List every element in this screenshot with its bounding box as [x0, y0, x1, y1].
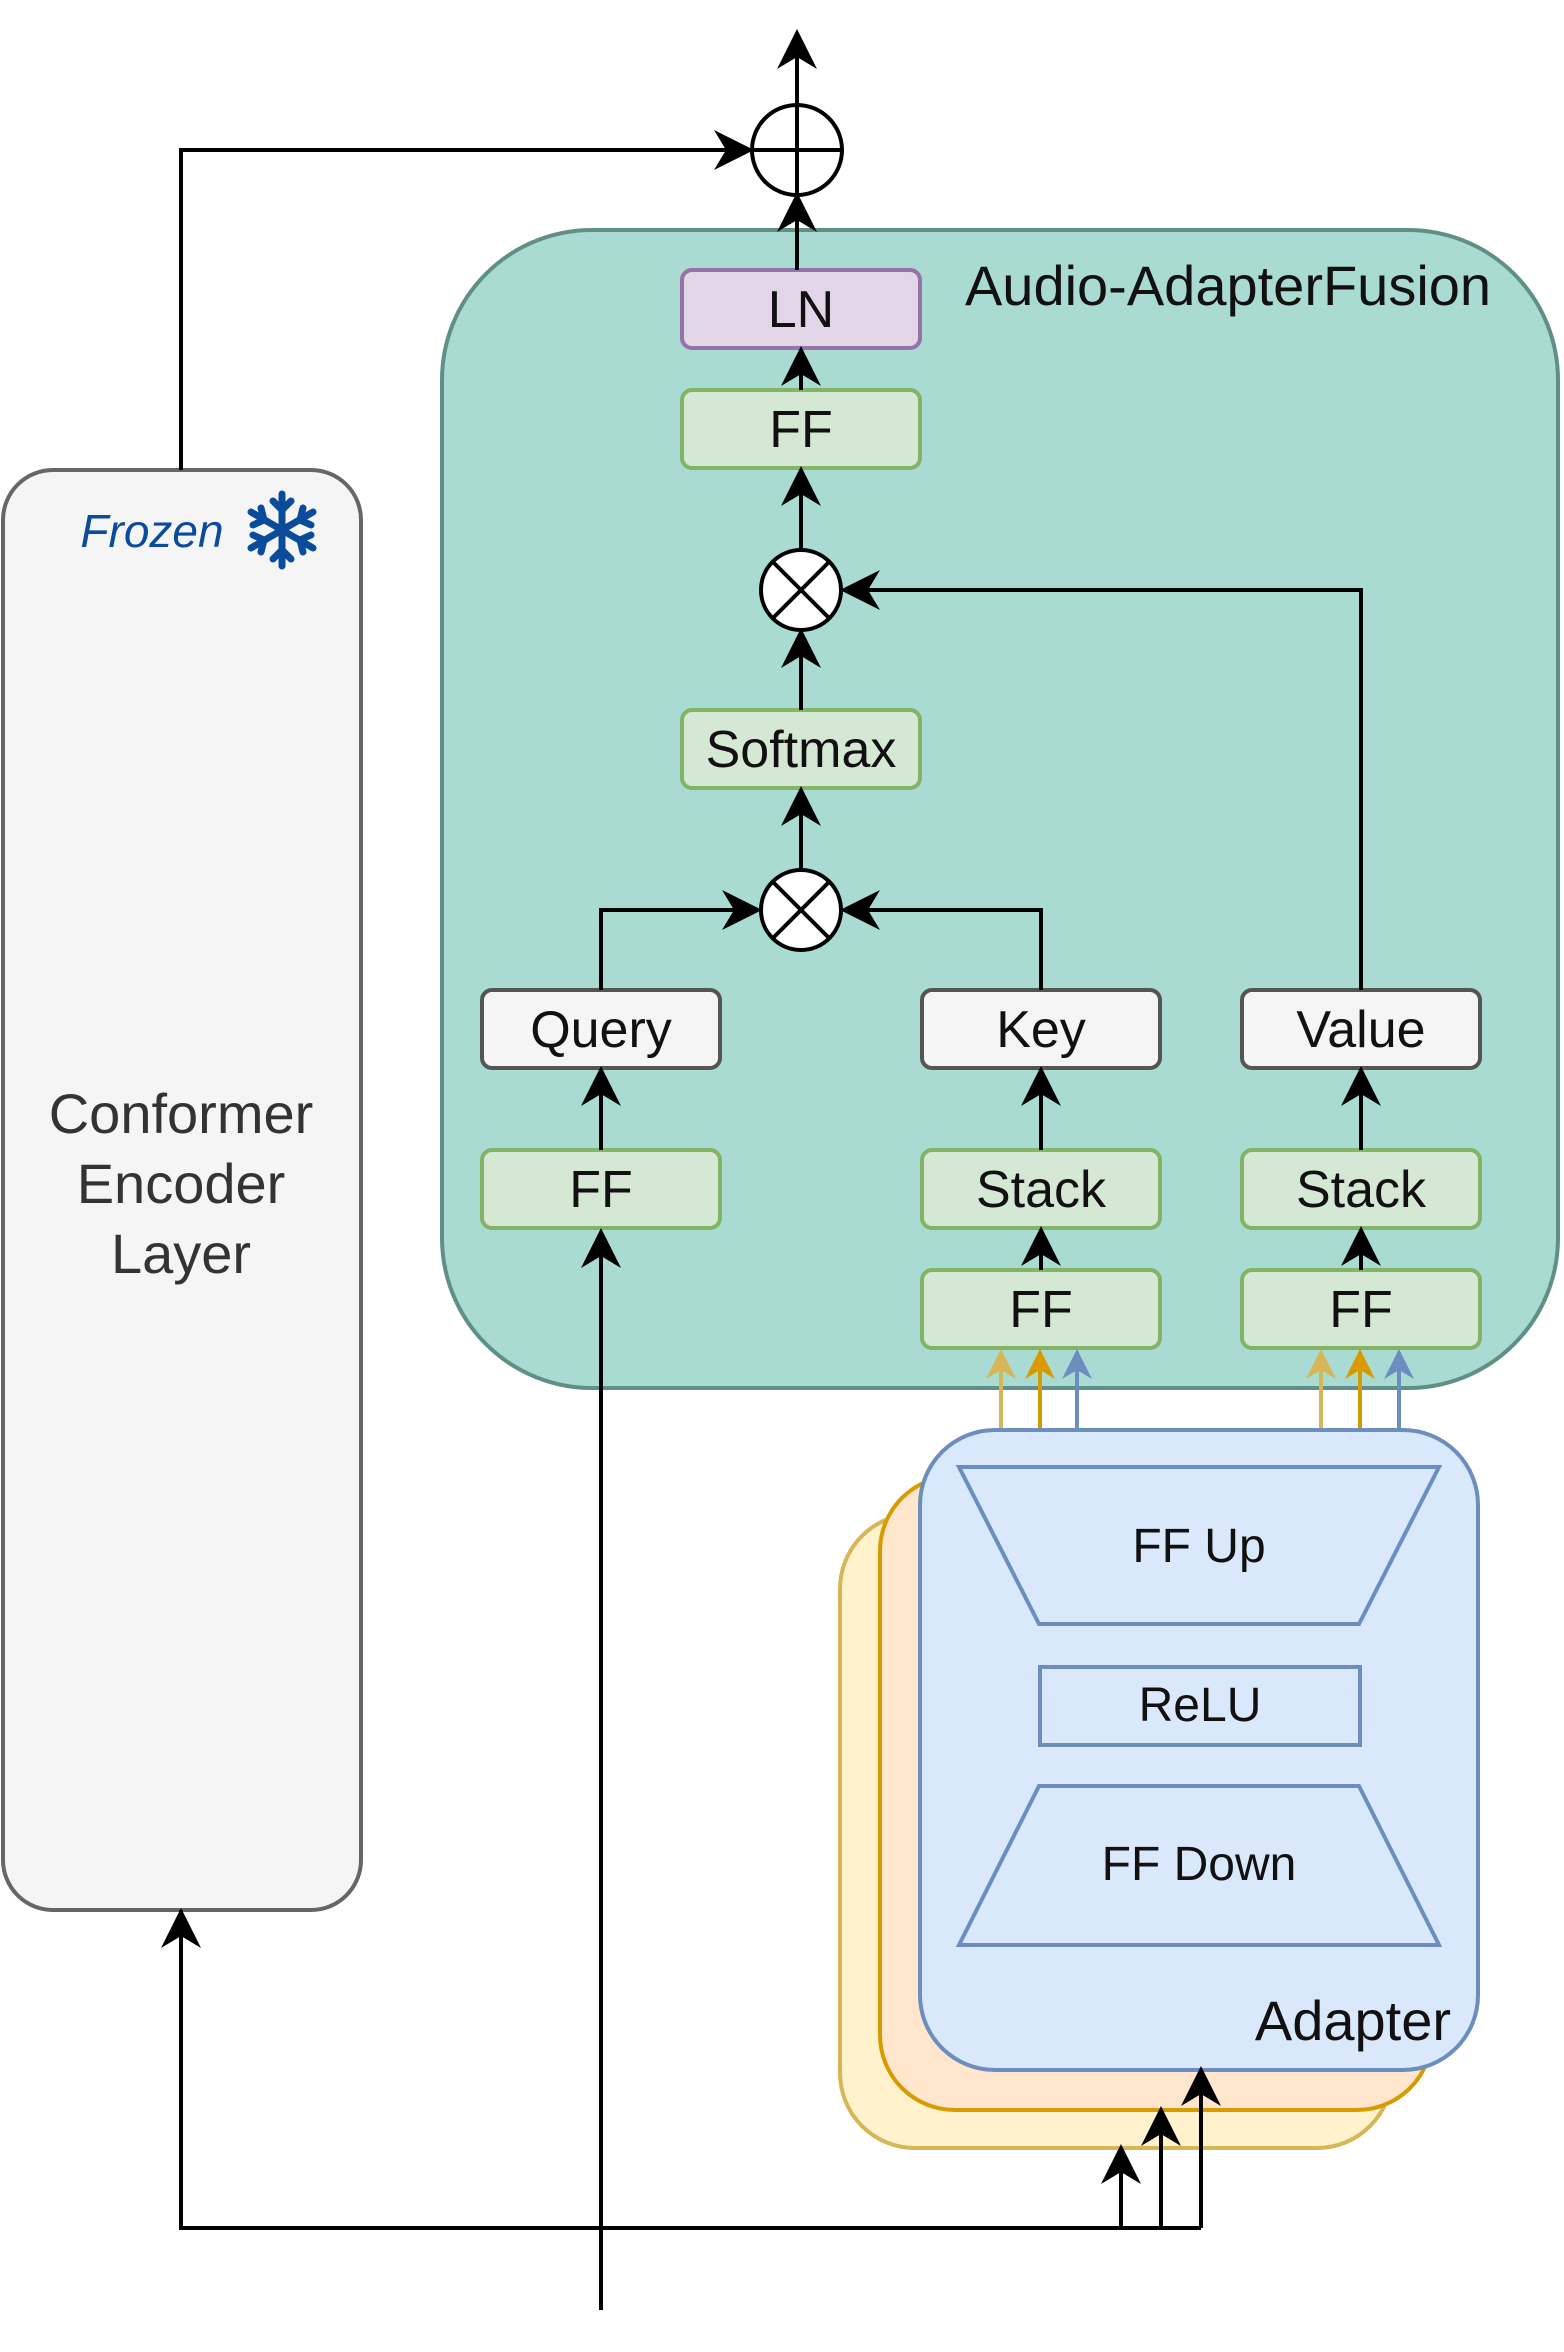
ff-up-label: FF Up	[1132, 1520, 1265, 1573]
stack-key-node: Stack	[920, 1148, 1162, 1230]
value-node: Value	[1240, 988, 1482, 1070]
softmax-label: Softmax	[706, 721, 897, 779]
ff-query-label: FF	[569, 1161, 633, 1219]
ff-down-label: FF Down	[1102, 1838, 1297, 1891]
stack-value-node: Stack	[1240, 1148, 1482, 1230]
encoder-label-line1: Conformer	[49, 1082, 314, 1145]
frozen-label: Frozen	[80, 505, 223, 557]
connectors	[161, 29, 1414, 2310]
ff-key-node: FF	[920, 1268, 1162, 1350]
query-label: Query	[530, 1001, 672, 1059]
ln-node: LN	[680, 268, 922, 350]
adapter-title: Adapter	[1255, 1989, 1451, 2052]
conformer-encoder-block: Frozen Conformer Encoder Layer	[1, 468, 363, 1912]
ff-top-label: FF	[769, 401, 833, 459]
value-label: Value	[1296, 1001, 1425, 1059]
relu-box	[1038, 1665, 1362, 1747]
ff-query-node: FF	[480, 1148, 722, 1230]
times-circle-icon	[759, 868, 843, 952]
adapter-fusion-title: Audio-AdapterFusion	[965, 254, 1491, 317]
ff-up-shape	[955, 1465, 1443, 1626]
stack-value-label: Stack	[1296, 1161, 1427, 1219]
ff-key-label: FF	[1009, 1281, 1073, 1339]
adapter-stack: FF Up ReLU FF Down Adapter	[838, 1428, 1480, 2150]
key-node: Key	[920, 988, 1162, 1070]
ff-down-shape	[955, 1784, 1443, 1947]
key-label: Key	[996, 1001, 1086, 1059]
times-circle-icon	[759, 548, 843, 632]
ff-top-node: FF	[680, 388, 922, 470]
ff-value-node: FF	[1240, 1268, 1482, 1350]
ff-value-label: FF	[1329, 1281, 1393, 1339]
plus-circle-icon	[750, 103, 844, 197]
relu-label: ReLU	[1139, 1679, 1262, 1732]
snowflake-icon	[247, 490, 317, 570]
stack-key-label: Stack	[976, 1161, 1107, 1219]
ln-label: LN	[768, 281, 834, 339]
softmax-node: Softmax	[680, 708, 922, 790]
encoder-label-line2: Encoder	[77, 1152, 286, 1215]
query-node: Query	[480, 988, 722, 1070]
adapter-fusion-block: Audio-AdapterFusion	[440, 228, 1560, 1390]
encoder-label-line3: Layer	[111, 1222, 251, 1285]
